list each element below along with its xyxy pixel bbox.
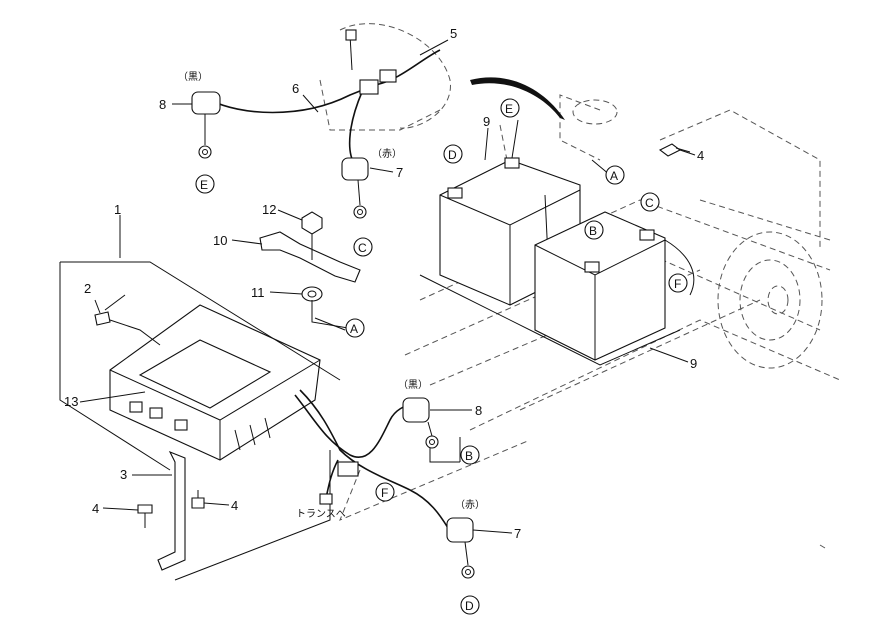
main-harness-bottom [294, 389, 449, 529]
main-harness-top [209, 49, 441, 166]
note-black-top: （黒） [178, 71, 208, 83]
battery-front [534, 211, 666, 361]
direction-arrow [470, 77, 565, 120]
callout-2: 2 [84, 281, 91, 296]
callout-4-right: 4 [697, 148, 704, 163]
callout-4-left: 4 [92, 501, 99, 516]
callout-9-top: 9 [483, 114, 490, 129]
ref-F-bottom: F [375, 482, 395, 502]
leader-lines [79, 39, 696, 534]
bolt-right [191, 490, 205, 509]
callout-1: 1 [114, 202, 121, 217]
callout-5: 5 [450, 26, 457, 41]
svg-text:F: F [674, 277, 681, 291]
callout-9-bottom: 9 [690, 356, 697, 371]
ref-A-right: A [605, 165, 625, 185]
svg-text:B: B [589, 224, 597, 238]
ref-E-battery: E [500, 98, 520, 118]
svg-text:B: B [465, 449, 473, 463]
ref-B-battery: B [584, 220, 604, 240]
callout-7-top: 7 [396, 165, 403, 180]
callout-6: 6 [292, 81, 299, 96]
callout-7-bottom: 7 [514, 526, 521, 541]
svg-text:C: C [645, 196, 654, 210]
ref-C-top: C [353, 237, 373, 257]
battery-hold-bracket [259, 231, 361, 283]
svg-text:D: D [465, 599, 474, 613]
terminal-cover-black-bottom [402, 397, 439, 449]
callout-11: 11 [251, 285, 265, 300]
bolt-4-right [658, 143, 691, 157]
svg-text:E: E [200, 178, 208, 192]
svg-text:A: A [610, 169, 618, 183]
ref-B-bottom: B [460, 445, 480, 465]
leader-11 [311, 300, 361, 331]
nut-12 [301, 211, 323, 260]
bolt-left [137, 504, 153, 528]
svg-text:A: A [350, 322, 358, 336]
note-black-bottom: （黒） [398, 379, 428, 391]
callout-8-top: 8 [159, 97, 166, 112]
note-to-transformer: トランスへ [296, 508, 346, 520]
callout-4-mid: 4 [231, 498, 238, 513]
callout-3: 3 [120, 467, 127, 482]
callout-10: 10 [213, 233, 227, 248]
svg-text:C: C [358, 241, 367, 255]
ref-D-bottom: D [460, 595, 480, 615]
grommet-11 [301, 286, 323, 302]
ref-F-right: F [668, 273, 688, 293]
svg-text:F: F [381, 486, 388, 500]
outline-frame-1 [59, 215, 341, 581]
mounting-bracket-3 [157, 450, 186, 571]
callout-12: 12 [262, 202, 276, 217]
clip-2 [94, 294, 161, 346]
callout-13: 13 [64, 394, 78, 409]
terminal-cover-black-top [191, 91, 221, 159]
ref-E-top-left: E [195, 174, 215, 194]
svg-text:D: D [448, 148, 457, 162]
battery-tray [419, 274, 681, 366]
ref-A-left: A [345, 318, 365, 338]
terminal-cover-red-bottom [446, 517, 475, 579]
callout-8-bottom: 8 [475, 403, 482, 418]
svg-text:E: E [505, 102, 513, 116]
ref-D-battery: D [443, 144, 463, 164]
terminal-cover-red-top [341, 157, 369, 219]
controller-unit [109, 304, 321, 461]
ref-C-battery: C [640, 192, 660, 212]
note-red-bottom: （赤） [455, 499, 485, 511]
cable-f-right [664, 239, 695, 296]
note-red-top: （赤） [372, 148, 402, 160]
